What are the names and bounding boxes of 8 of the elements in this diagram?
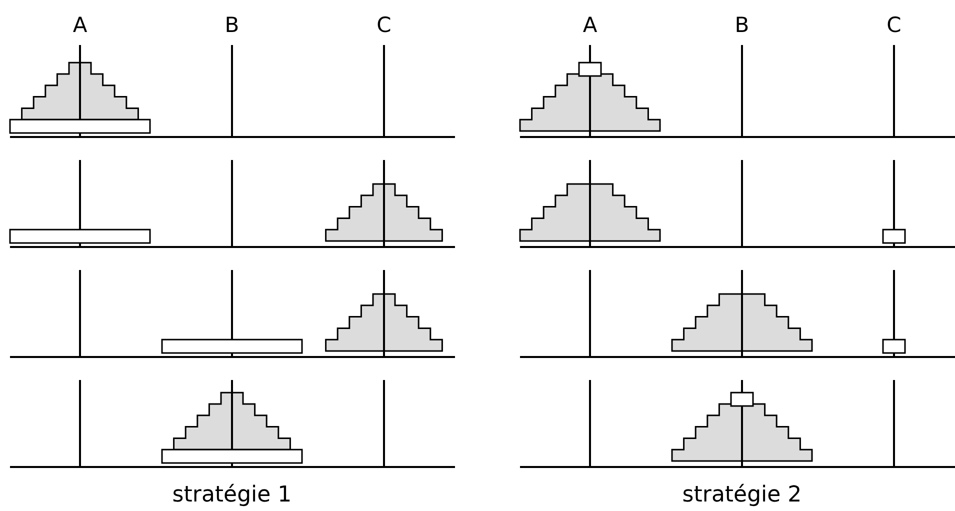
- peg-label: C: [886, 13, 902, 37]
- peg-label: C: [376, 13, 392, 37]
- peg-label: B: [224, 13, 240, 37]
- peg-label: A: [72, 13, 88, 37]
- peg-label: B: [734, 13, 750, 37]
- caption: stratégie 2: [682, 482, 802, 508]
- peg-label: A: [582, 13, 598, 37]
- caption: stratégie 1: [172, 482, 292, 508]
